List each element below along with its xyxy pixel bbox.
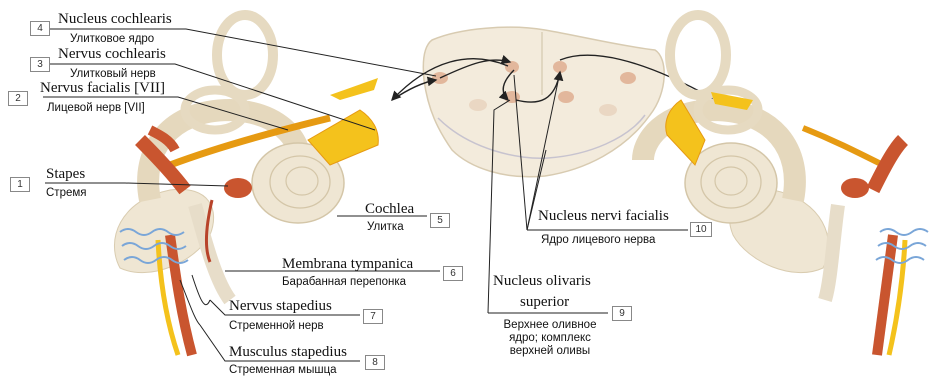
label-number-10: 10 — [690, 222, 712, 237]
right-ear — [643, 15, 905, 355]
facial-nucleus-right — [553, 61, 567, 73]
label-number-1: 1 — [10, 177, 30, 192]
label-yadro-litsevogo-nerva: Ядро лицевого нерва — [541, 234, 655, 247]
label-stapes: Stapes — [46, 166, 85, 183]
label-nucleus-nervi-facialis: Nucleus nervi facialis — [538, 208, 669, 225]
label-ulitkovoe-yadro: Улитковое ядро — [70, 33, 154, 46]
label-number-5: 5 — [430, 213, 450, 228]
label-number-2: 2 — [8, 91, 28, 106]
label-nucleus-olivaris: Nucleus olivaris — [493, 273, 591, 290]
brainstem-spot-left — [469, 99, 487, 111]
label-nucleus-cochlearis: Nucleus cochlearis — [58, 11, 172, 28]
label-number-8: 8 — [365, 355, 385, 370]
label-stremennaya-myshtsa: Стременная мышца — [229, 364, 337, 377]
label-musculus-stapedius: Musculus stapedius — [229, 344, 347, 361]
cochlear-nucleus-right — [620, 72, 636, 84]
label-cochlea: Cochlea — [365, 201, 414, 218]
label-number-3: 3 — [30, 57, 50, 72]
label-verkhnee-olivnoe-yadro: Верхнее оливное ядро; комплекс верхней о… — [490, 319, 610, 358]
label-nervus-facialis: Nervus facialis [VII] — [40, 80, 165, 97]
olivary-nucleus-right — [558, 91, 574, 103]
label-barabannaya-pereponka: Барабанная перепонка — [282, 276, 406, 289]
label-superior: superior — [520, 294, 569, 311]
olivary-nucleus-left — [504, 91, 520, 103]
label-number-7: 7 — [363, 309, 383, 324]
label-rus-9-line3: верхней оливы — [490, 345, 610, 358]
label-number-6: 6 — [443, 266, 463, 281]
label-number-4: 4 — [30, 21, 50, 36]
label-rus-9-line1: Верхнее оливное — [490, 319, 610, 332]
label-litsevoi-nerv: Лицевой нерв [VII] — [47, 102, 145, 115]
label-nervus-stapedius: Nervus stapedius — [229, 298, 332, 315]
label-ulitka: Улитка — [367, 221, 404, 234]
label-stremya: Стремя — [46, 187, 87, 200]
label-stremennoi-nerv: Стременной нерв — [229, 320, 324, 333]
brainstem-spot-right — [599, 104, 617, 116]
label-number-9: 9 — [612, 306, 632, 321]
label-membrana-tympanica: Membrana tympanica — [282, 256, 413, 273]
label-nervus-cochlearis: Nervus cochlearis — [58, 46, 166, 63]
label-rus-9-line2: ядро; комплекс — [490, 332, 610, 345]
brainstem-section — [423, 27, 664, 177]
